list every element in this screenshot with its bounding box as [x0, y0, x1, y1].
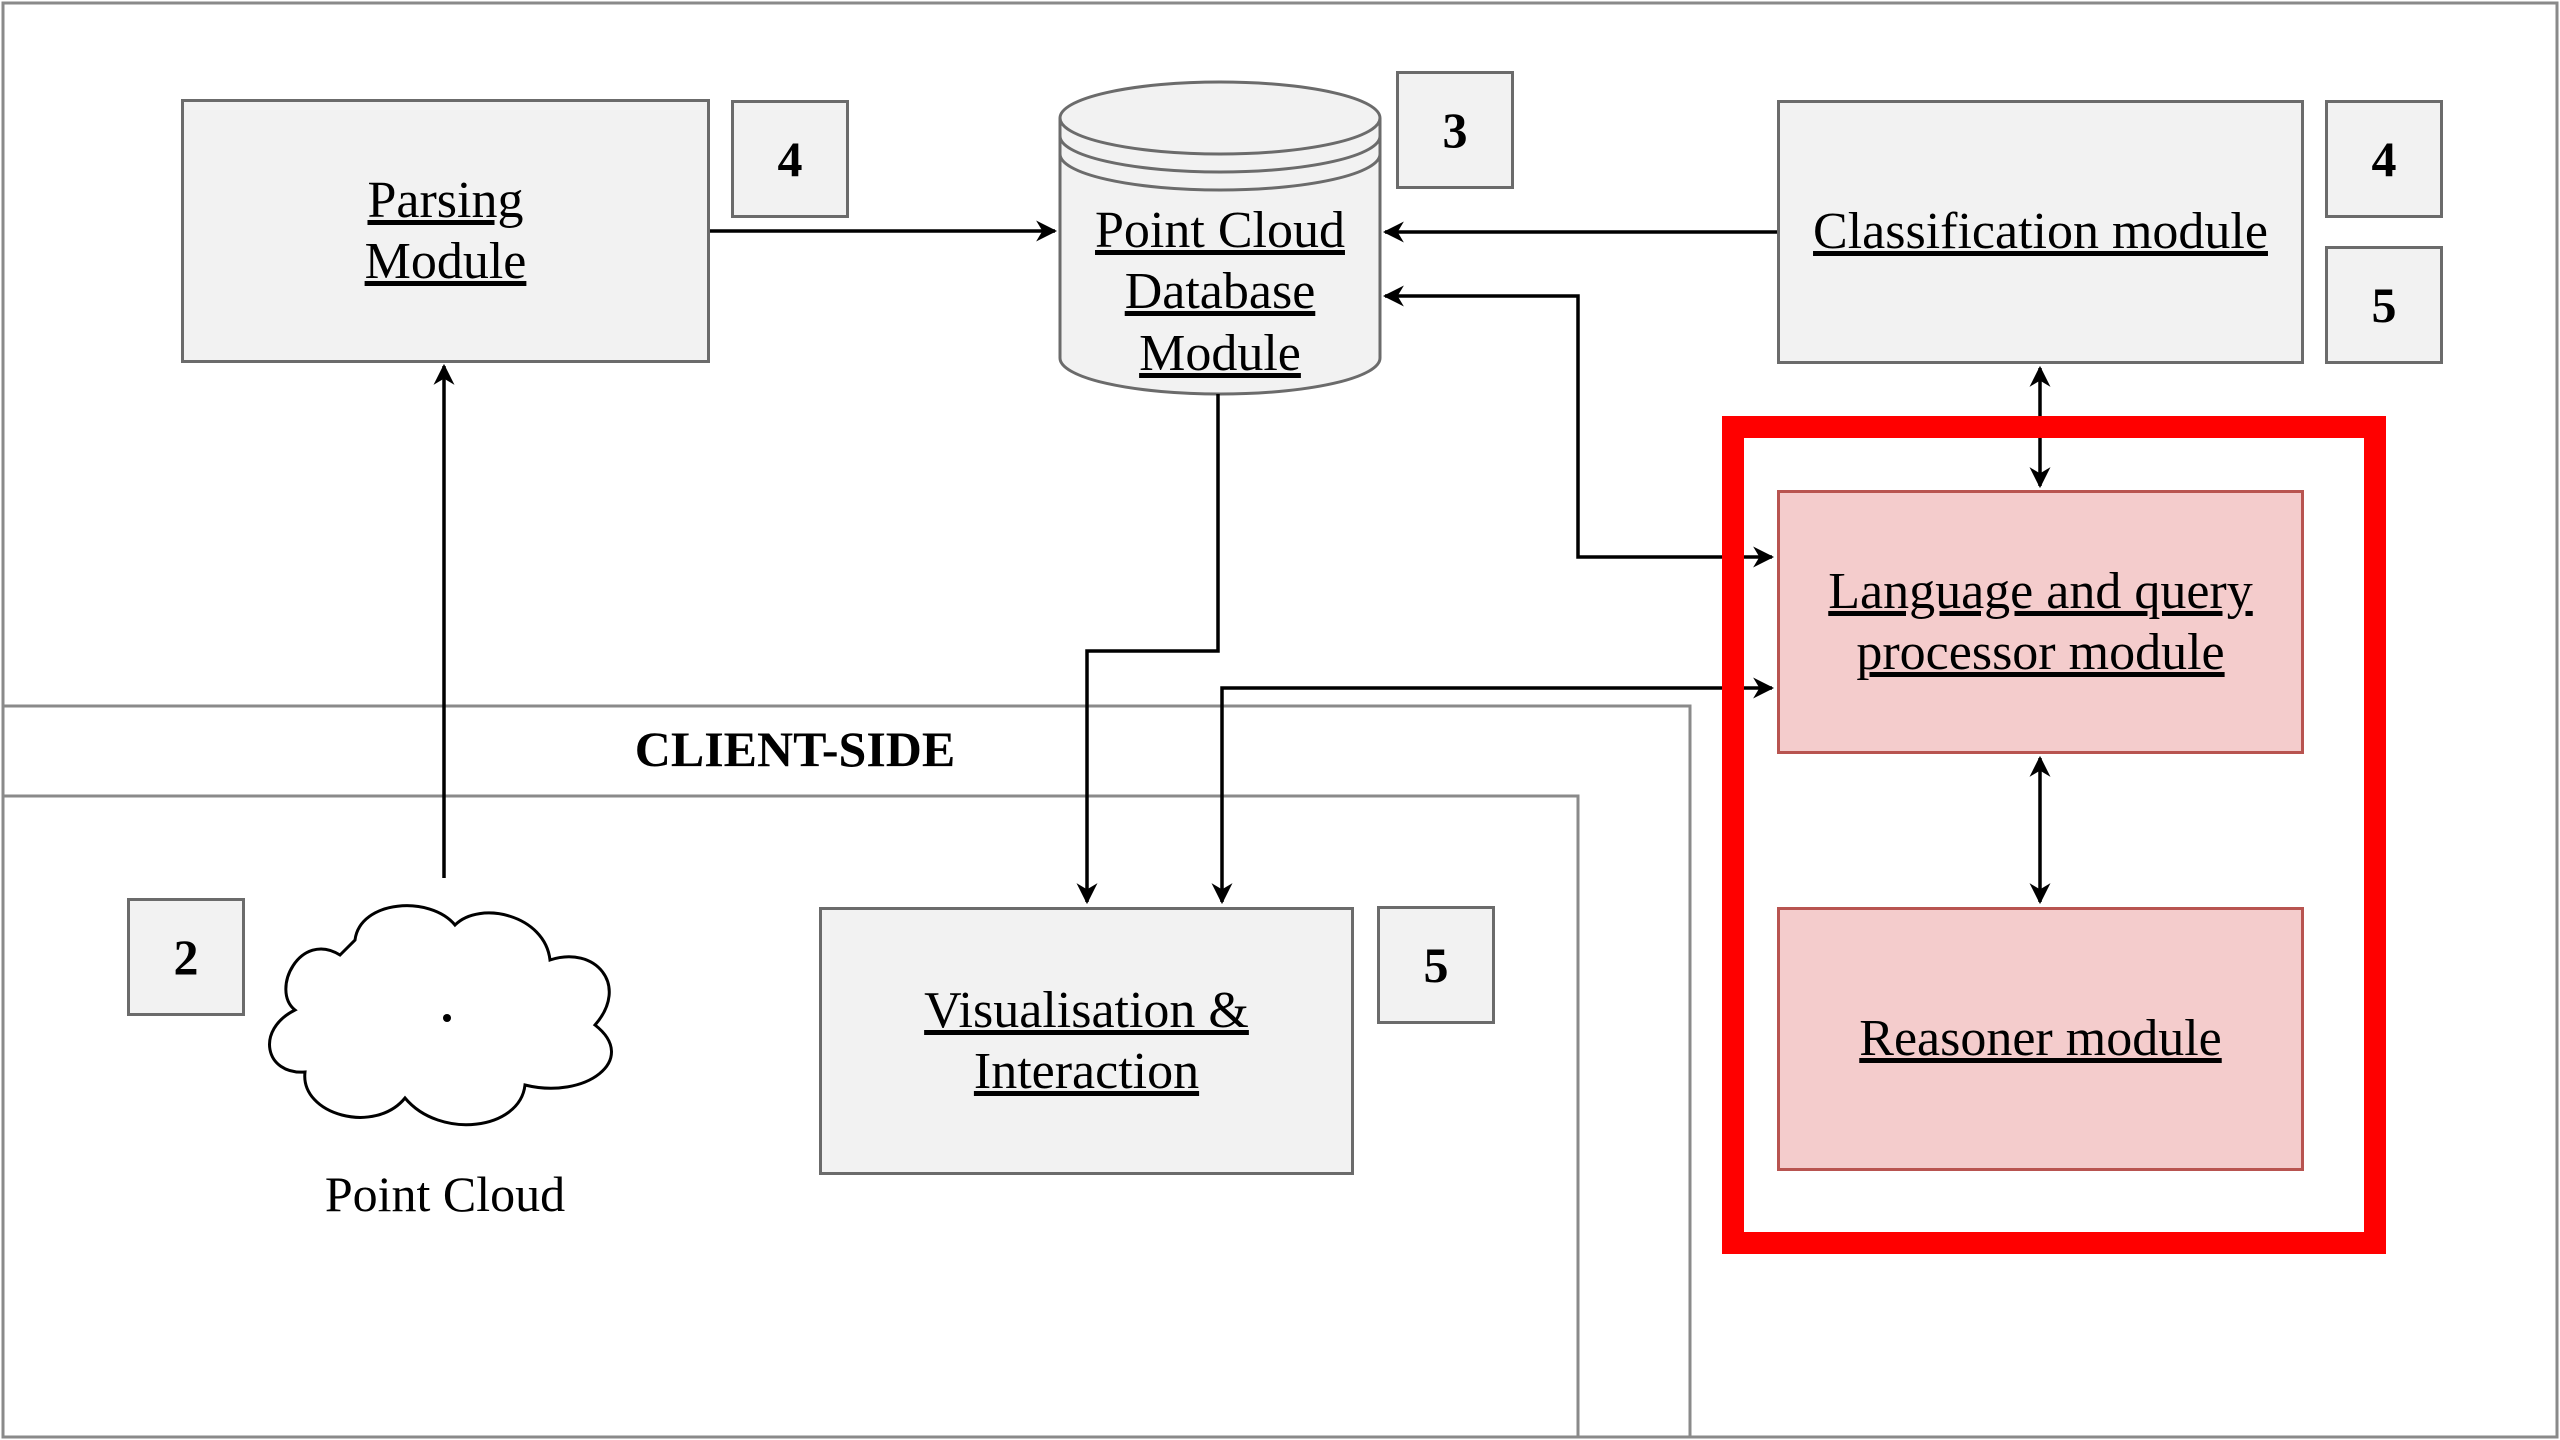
reasoner-module-label: Reasoner module [1859, 1010, 2222, 1068]
language-query-processor-module-label: Language and query processor module [1828, 562, 2253, 681]
classification-module-label: Classification module [1813, 203, 2268, 261]
arrow-language-visualisation-bidirectional [1211, 677, 1775, 905]
badge-classification-b: 5 [2325, 246, 2443, 364]
visualisation-interaction-module[interactable]: Visualisation & Interaction [819, 907, 1354, 1175]
badge-classification-a: 4 [2325, 100, 2443, 218]
highlight-frame [1722, 416, 2386, 1254]
language-query-processor-module[interactable]: Language and query processor module [1777, 490, 2304, 754]
point-cloud-dot [443, 1014, 451, 1022]
badge-visualisation: 5 [1377, 906, 1495, 1024]
arrow-database-to-visualisation [1076, 394, 1220, 905]
client-side-label: CLIENT-SIDE [634, 721, 956, 777]
parsing-module[interactable]: Parsing Module [181, 99, 710, 363]
arrow-database-language-bidirectional [1382, 285, 1775, 568]
database-cylinder-shape [1058, 80, 1382, 396]
point-cloud-shape [268, 904, 613, 1127]
reasoner-module[interactable]: Reasoner module [1777, 907, 2304, 1171]
badge-point-cloud: 2 [127, 898, 245, 1016]
parsing-module-label: Parsing Module [364, 171, 527, 290]
visualisation-interaction-module-label: Visualisation & Interaction [924, 981, 1249, 1100]
badge-parsing: 4 [731, 100, 849, 218]
database-module-label[interactable]: Point Cloud Database Module [1095, 202, 1345, 382]
classification-module[interactable]: Classification module [1777, 100, 2304, 364]
point-cloud-label: Point Cloud [324, 1166, 566, 1222]
badge-database: 3 [1396, 71, 1514, 189]
